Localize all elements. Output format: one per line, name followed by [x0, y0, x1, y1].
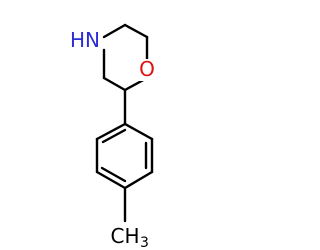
benzene-ring [95, 122, 154, 190]
double-bond-inner-top [101, 128, 127, 144]
oxygen-atom: O [137, 57, 157, 81]
bond-c3-c2 [123, 23, 149, 39]
structure-diagram: HN O CH 3 [62, 23, 157, 250]
bond-ar6-ar1 [95, 122, 127, 141]
nitrogen-label-background [62, 28, 94, 50]
oxygen-label-background [137, 59, 157, 81]
bond-ar1-ar2 [123, 122, 154, 141]
bond-ar4-ar5 [95, 170, 127, 190]
oxygen-label: O [139, 57, 155, 81]
double-bond-inner-bottom [100, 166, 127, 183]
bond-n-c3 [102, 23, 127, 39]
methyl-subscript: 3 [140, 235, 149, 250]
methyl-label-background [110, 226, 150, 248]
methyl-group: CH 3 [110, 224, 150, 250]
methyl-label: CH [110, 224, 139, 248]
bond-ar3-ar4 [123, 170, 154, 190]
nitrogen-atom: HN [62, 28, 100, 52]
bond-c6-c5 [102, 76, 127, 92]
nitrogen-label: HN [70, 28, 100, 52]
